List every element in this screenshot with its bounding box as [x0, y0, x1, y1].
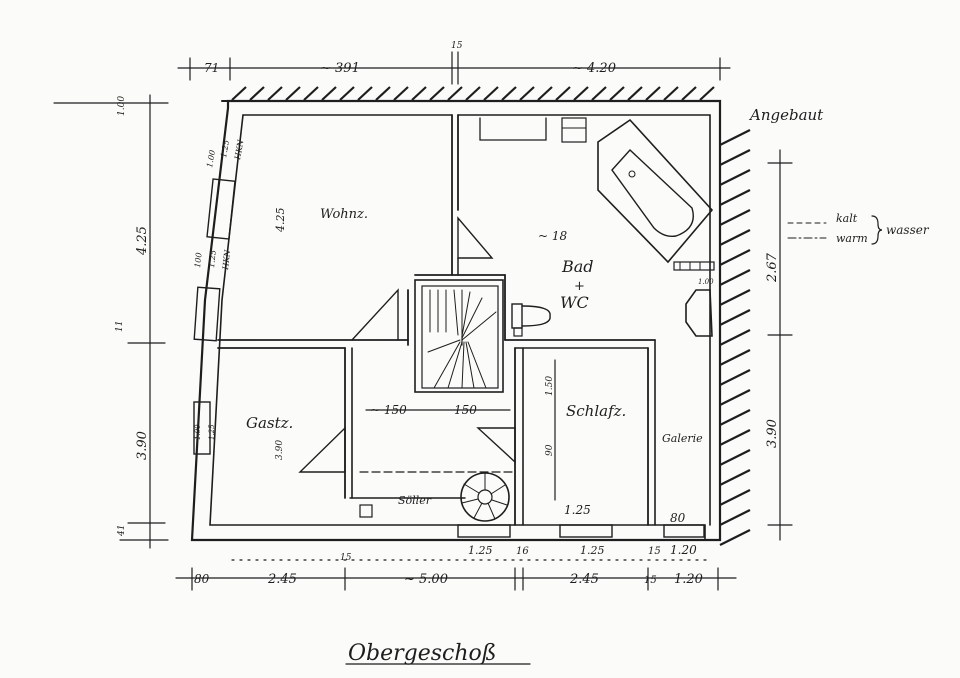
room-label-soller: Söller [398, 494, 432, 507]
room-label-gast: Gastz. [246, 414, 293, 432]
dim-bottom-c: 15 [340, 553, 352, 563]
dim-bottom-e: 2.45 [569, 572, 599, 587]
toilet [511, 303, 551, 337]
dim-bottom-inner-a: 1.25 [468, 544, 493, 557]
room-label-galerie: Galerie [662, 432, 703, 445]
win-label-2: 1.25 [219, 139, 231, 158]
win-label-g1: 1.00 [194, 424, 202, 440]
legend-warm: warm [836, 232, 868, 245]
washbasin [685, 289, 713, 337]
dim-left-top: 1.00 [117, 96, 127, 116]
right-wall-hatch [719, 129, 751, 546]
dim-schlaf-width: 1.25 [564, 503, 591, 517]
water-legend [787, 215, 883, 245]
interior-walls [217, 114, 656, 526]
dim-bottom-inner-b: 16 [516, 546, 529, 557]
dim-bottom-b: 2.45 [267, 572, 297, 587]
room-label-bad-plus: + [574, 279, 585, 294]
dim-gast-height: 3.90 [275, 440, 285, 460]
windows [193, 178, 705, 538]
spiral-staircase [460, 472, 510, 522]
dim-left-bottom: 41 [117, 525, 127, 537]
shower-corner [479, 117, 587, 143]
win-label-4: 100 [193, 252, 204, 268]
attached-note: Angebaut [748, 106, 824, 124]
dim-right-lower: 3.90 [765, 419, 780, 448]
dim-bottom-inner-d: 15 [648, 546, 661, 557]
win-label-g2: 1.25 [208, 424, 216, 440]
dim-left-upper: 4.25 [135, 226, 150, 256]
dim-stair-w1: ~ 150 [370, 403, 407, 417]
room-label-wc: WC [560, 293, 589, 312]
dim-right-upper: 2.67 [765, 252, 780, 283]
dim-left-lower: 3.90 [135, 431, 150, 460]
dim-left-side: 11 [115, 321, 125, 332]
win-label-5: 1.25 [207, 250, 218, 269]
dim-galerie-80: 80 [670, 511, 686, 525]
legend-kalt: kalt [836, 212, 858, 225]
room-label-wohn: Wohnz. [320, 207, 368, 222]
win-label-3: HKN [233, 138, 246, 161]
bathtub [597, 118, 714, 264]
dim-bottom-g: 1.20 [674, 572, 703, 587]
win-label-6: HKN [221, 248, 232, 271]
legend-wasser: wasser [886, 223, 930, 237]
exterior-walls [190, 99, 722, 542]
dim-bad-18: ~ 18 [538, 229, 568, 243]
dim-top-right: ~ 4.20 [572, 61, 616, 76]
dim-bottom-d: ~ 5.00 [404, 572, 448, 587]
win-label-bath: 1.00 [698, 278, 714, 286]
top-wall-hatch [221, 86, 719, 102]
dim-top-mid: ~ 391 [320, 61, 360, 76]
dim-top-left: 71 [204, 61, 219, 75]
dim-bottom-a: 80 [194, 572, 210, 586]
doors [298, 216, 516, 473]
win-label-1: 1.00 [205, 149, 217, 168]
room-label-schlaf: Schlafz. [566, 402, 626, 420]
dim-schlaf-height: 1.50 [545, 376, 555, 396]
dim-wohn-height: 4.25 [274, 208, 287, 234]
dim-stair-w2: 150 [454, 403, 477, 417]
staircase [414, 279, 504, 393]
dim-bottom-inner-e: 1.20 [670, 543, 697, 557]
plan-title: Obergeschoß [348, 641, 496, 666]
dim-top-small: 15 [451, 41, 463, 51]
dim-bottom-f: 15 [644, 575, 657, 586]
bath-vent [673, 261, 715, 271]
dim-schlaf-90: 90 [545, 444, 555, 456]
dimension-lines [53, 51, 793, 591]
room-label-bad: Bad [561, 257, 594, 276]
dim-bottom-inner-c: 1.25 [580, 544, 605, 557]
